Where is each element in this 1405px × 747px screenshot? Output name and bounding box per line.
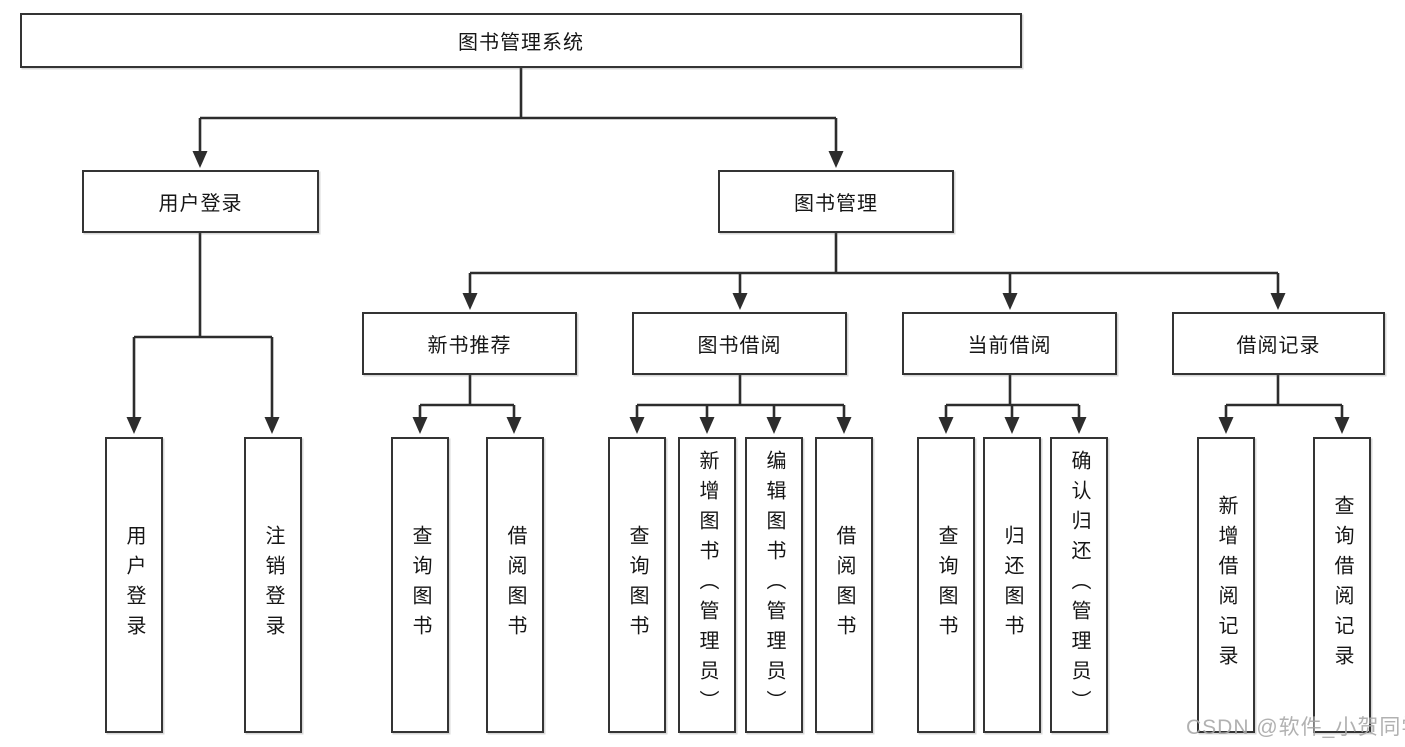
leaf-borrow-add-admin-label: 新增图书（管理员）: [696, 450, 718, 720]
connector-bookmgmt-to-level2: [468, 233, 1280, 296]
node-book-management: 图书管理: [718, 170, 954, 233]
leaf-newbooks-borrow-label: 借阅图书: [504, 525, 526, 645]
arrowhead-icon: [938, 417, 954, 434]
arrowhead-icon: [264, 417, 280, 434]
connector-newbooks-to-leaves: [418, 375, 516, 420]
node-current-borrow: 当前借阅: [902, 312, 1117, 375]
leaf-current-query-label: 查询图书: [935, 525, 957, 645]
arrowhead-icon: [126, 417, 142, 434]
arrowhead-icon: [412, 417, 428, 434]
leaf-borrow-query: 查询图书: [608, 437, 666, 733]
arrowheads: [126, 151, 1350, 434]
arrowhead-icon: [836, 417, 852, 434]
leaf-current-return: 归还图书: [983, 437, 1041, 733]
connector-currentborrow-to-leaves: [944, 375, 1081, 420]
connector-records-to-leaves: [1224, 375, 1344, 420]
arrowhead-icon: [732, 293, 748, 310]
arrowhead-icon: [462, 293, 478, 310]
node-new-book-recommend-label: 新书推荐: [427, 335, 512, 357]
leaf-borrow-edit-admin: 编辑图书（管理员）: [745, 437, 803, 733]
node-root-label: 图书管理系统: [458, 32, 584, 54]
arrowhead-icon: [506, 417, 522, 434]
node-current-borrow-label: 当前借阅: [967, 335, 1052, 357]
leaf-borrow-borrow: 借阅图书: [815, 437, 873, 733]
arrowhead-icon: [828, 151, 844, 168]
node-root: 图书管理系统: [20, 13, 1022, 68]
arrowhead-icon: [1071, 417, 1087, 434]
arrowhead-icon: [699, 417, 715, 434]
leaf-records-query: 查询借阅记录: [1313, 437, 1371, 733]
leaf-user-login-label: 用户登录: [123, 525, 145, 645]
arrowhead-icon: [1004, 417, 1020, 434]
leaf-logout: 注销登录: [244, 437, 302, 733]
node-user-login-label: 用户登录: [158, 193, 243, 215]
leaf-borrow-add-admin: 新增图书（管理员）: [678, 437, 736, 733]
node-borrow-records: 借阅记录: [1172, 312, 1385, 375]
connector-userlogin-to-leaves: [132, 233, 274, 420]
node-book-management-label: 图书管理: [794, 193, 878, 215]
leaf-records-add-label: 新增借阅记录: [1215, 495, 1237, 675]
node-book-borrow: 图书借阅: [632, 312, 847, 375]
leaf-newbooks-query-label: 查询图书: [409, 525, 431, 645]
leaf-current-confirm-admin-label: 确认归还（管理员）: [1068, 450, 1090, 720]
leaf-user-login: 用户登录: [105, 437, 163, 733]
arrowhead-icon: [192, 151, 208, 168]
arrowhead-icon: [629, 417, 645, 434]
connector-bookborrow-to-leaves: [635, 375, 846, 420]
leaf-current-query: 查询图书: [917, 437, 975, 733]
leaf-current-return-label: 归还图书: [1001, 525, 1023, 645]
leaf-newbooks-query: 查询图书: [391, 437, 449, 733]
leaf-records-add: 新增借阅记录: [1197, 437, 1255, 733]
leaf-logout-label: 注销登录: [262, 525, 284, 645]
connector-paths: [132, 68, 1344, 420]
arrowhead-icon: [1218, 417, 1234, 434]
arrowhead-icon: [1334, 417, 1350, 434]
leaf-borrow-query-label: 查询图书: [626, 525, 648, 645]
node-borrow-records-label: 借阅记录: [1236, 335, 1321, 357]
watermark: CSDN @软件_小贺同学: [1186, 716, 1405, 739]
arrowhead-icon: [1002, 293, 1018, 310]
node-book-borrow-label: 图书借阅: [697, 335, 782, 357]
node-new-book-recommend: 新书推荐: [362, 312, 577, 375]
leaf-current-confirm-admin: 确认归还（管理员）: [1050, 437, 1108, 733]
connector-root-to-level1: [198, 68, 838, 154]
leaf-borrow-borrow-label: 借阅图书: [833, 525, 855, 645]
arrowhead-icon: [1270, 293, 1286, 310]
arrowhead-icon: [766, 417, 782, 434]
leaf-newbooks-borrow: 借阅图书: [486, 437, 544, 733]
node-user-login: 用户登录: [82, 170, 319, 233]
leaf-borrow-edit-admin-label: 编辑图书（管理员）: [763, 450, 785, 720]
leaf-records-query-label: 查询借阅记录: [1331, 495, 1353, 675]
